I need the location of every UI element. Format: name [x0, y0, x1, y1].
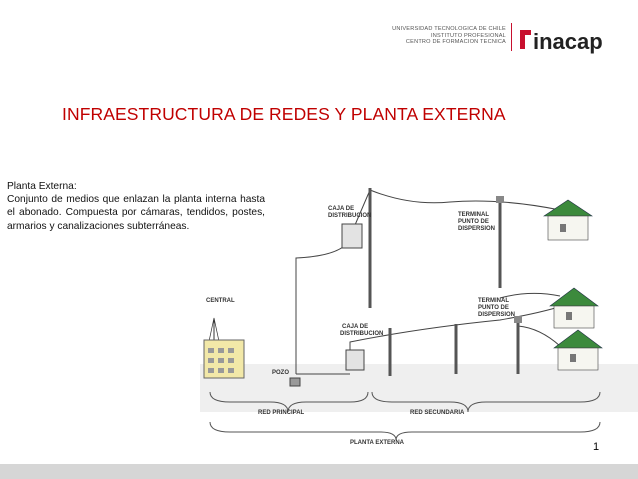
house-bottom — [553, 329, 603, 371]
svg-text:inacap: inacap — [533, 29, 603, 54]
aerial-cable-bottom — [349, 305, 563, 364]
description: Planta Externa: Conjunto de medios que e… — [7, 180, 265, 233]
label-planta-externa: PLANTA EXTERNA — [350, 440, 405, 446]
caja-distribucion-bottom — [345, 349, 365, 371]
inacap-logo: inacap — [520, 29, 603, 54]
institution-line-3: CENTRO DE FORMACION TECNICA — [405, 39, 506, 46]
house-middle — [549, 287, 599, 329]
slide-title: INFRAESTRUCTURA DE REDES Y PLANTA EXTERN… — [62, 104, 506, 124]
institution-line-1: UNIVERSIDAD TECNOLOGICA DE CHILE — [392, 26, 506, 32]
institution-text: UNIVERSIDAD TECNOLOGICA DE CHILE INSTITU… — [392, 26, 506, 46]
institution-line-2: INSTITUTO PROFESIONAL — [431, 32, 506, 39]
bracket-red-principal — [209, 391, 369, 413]
caja-distribucion-top — [341, 223, 363, 249]
terminal-top — [496, 196, 504, 203]
pozo-box — [289, 377, 301, 387]
house-top — [543, 199, 593, 241]
description-heading: Planta Externa: — [7, 181, 77, 192]
header-divider — [511, 23, 512, 51]
label-red-principal: RED PRINCIPAL — [258, 410, 305, 416]
central-building — [203, 317, 245, 379]
label-red-secundaria: RED SECUNDARIA — [410, 410, 465, 416]
aerial-cable-top — [351, 189, 561, 233]
bracket-planta-externa — [209, 421, 601, 441]
terminal-bottom — [514, 316, 522, 323]
label-pozo: POZO — [272, 370, 289, 376]
poles — [368, 188, 520, 376]
label-central: CENTRAL — [206, 298, 235, 304]
page-number: 1 — [593, 441, 600, 453]
ground-area — [200, 364, 638, 412]
bracket-red-secundaria — [371, 391, 601, 413]
footer-bar — [0, 464, 638, 479]
description-body: Conjunto de medios que enlazan la planta… — [7, 194, 265, 232]
cable-to-top-box — [295, 239, 351, 374]
